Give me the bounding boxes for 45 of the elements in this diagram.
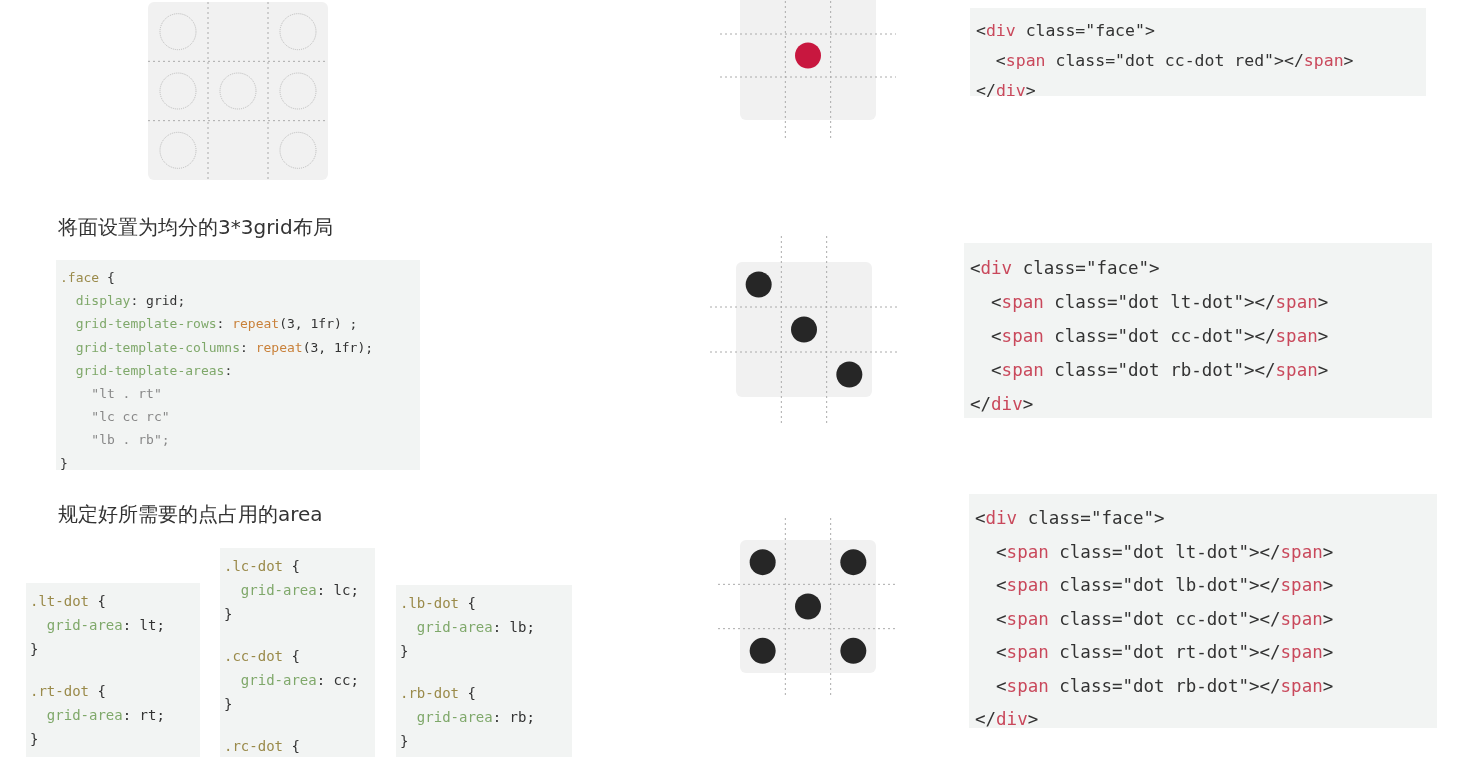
code-line: <span class="dot lb-dot"></span> [995,574,1334,597]
code-line: .rt-dot { [30,682,106,701]
code-line: .rc-dot { [224,737,300,756]
code-line: .lc-dot { [224,557,300,576]
code-line: grid-area: rt; [45,706,165,725]
code-line: .face { [60,269,115,287]
code-line: grid-template-columns: repeat(3, 1fr); [74,338,374,357]
code-line: <span class="dot cc-dot red"></span> [994,50,1354,72]
code-line: } [400,732,409,751]
code-line: .rb-dot { [400,684,476,703]
code-line: grid-template-areas: [74,361,233,380]
code-line: grid-area: lb; [415,618,535,637]
code-line: "lb . rb"; [90,431,170,450]
code-line: <div class="face"> [975,507,1165,530]
code-line: } [30,730,39,749]
code-line: <div class="face"> [970,257,1160,280]
code-line: } [30,640,39,659]
code-line: .lt-dot { [30,592,106,611]
code-line: <span class="dot cc-dot"></span> [995,607,1334,631]
code-line: } [224,605,233,624]
code-line: <span class="dot rt-dot"></span> [995,641,1334,664]
code-line: grid-area: lc; [239,581,359,600]
heading: 将面设置为均分的3*3grid布局 [58,214,333,241]
code-line: </div> [976,80,1036,102]
code-line: <span class="dot lt-dot"></span> [990,291,1329,314]
code-line: <span class="dot lt-dot"></span> [995,540,1334,564]
code-line: grid-area: cc; [239,671,359,690]
code-line: display: grid; [74,292,186,311]
heading: 规定好所需要的点占用的area [58,501,323,528]
code-line: .cc-dot { [224,647,300,666]
code-line: </div> [975,708,1039,731]
code-line: <span class="dot cc-dot"></span> [990,325,1329,348]
code-line: "lc cc rc" [90,408,170,427]
code-line: <div class="face"> [976,20,1155,42]
code-line: .lb-dot { [400,594,476,613]
code-line: <span class="dot rb-dot"></span> [990,359,1329,382]
code-line: } [60,454,68,473]
code-line: </div> [970,393,1034,416]
code-line: grid-area: lt; [45,616,165,635]
code-line: grid-template-rows: repeat(3, 1fr) ; [74,315,358,334]
code-line: grid-area: rb; [415,708,535,727]
code-line: <span class="dot rb-dot"></span> [995,674,1334,698]
code-line: } [400,642,409,661]
code-line: "lt . rt" [90,385,162,403]
code-line: } [224,695,233,714]
